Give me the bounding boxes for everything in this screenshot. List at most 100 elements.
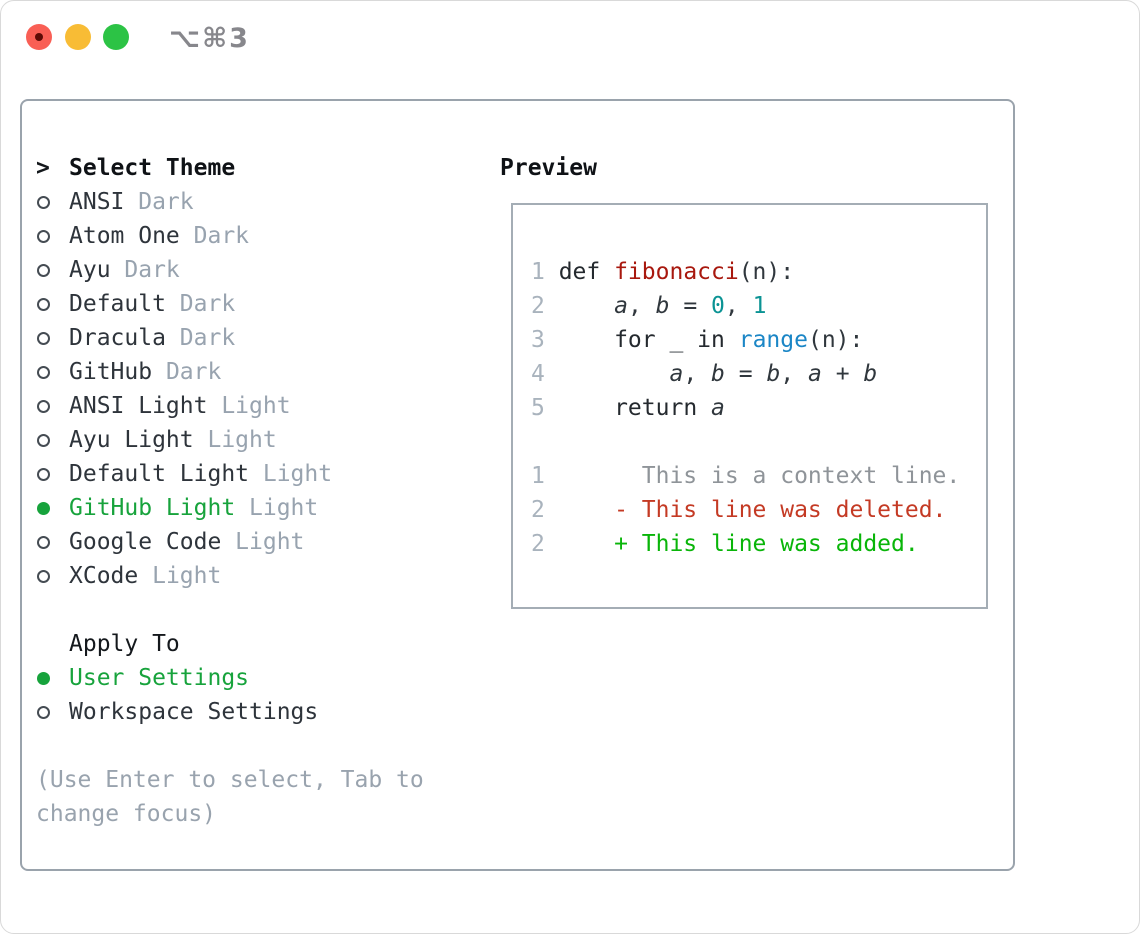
theme-variant: Dark [138, 189, 194, 215]
code-token: in [697, 327, 725, 353]
unsaved-dot-icon [35, 33, 43, 41]
radio-icon [36, 219, 69, 253]
code-token: , [683, 361, 712, 387]
theme-name: Default Light [69, 461, 250, 487]
code-line: 4 a, b = b, a + b [531, 357, 986, 391]
theme-variant: Dark [193, 223, 250, 249]
theme-option-ansi-dark[interactable]: ANSI Dark [36, 185, 424, 219]
theme-option-atom-one-dark[interactable]: Atom One Dark [36, 219, 424, 253]
theme-option-default-light[interactable]: Default Light Light [36, 457, 424, 491]
radio-icon [36, 559, 69, 593]
apply-option-workspace-settings[interactable]: Workspace Settings [36, 695, 424, 729]
section-title: Apply To [69, 631, 180, 657]
theme-name: Default [69, 291, 166, 317]
theme-variant: Light [152, 563, 222, 589]
code-token: a [669, 361, 684, 387]
code-token: + [821, 361, 864, 387]
theme-option-github-light[interactable]: GitHub Light Light [36, 491, 424, 525]
code-token: def [558, 259, 615, 285]
theme-name: GitHub [69, 359, 153, 385]
code-token: range [738, 327, 808, 353]
theme-variant: Light [221, 393, 291, 419]
theme-variant: Light [262, 461, 333, 487]
line-number: 2 [531, 497, 545, 523]
code-token: a [808, 361, 822, 387]
theme-option-xcode[interactable]: XCode Light [36, 559, 424, 593]
code-token: b [863, 361, 878, 387]
theme-name: GitHub Light [69, 495, 236, 521]
diff-context-line: 1 This is a context line. [531, 459, 986, 493]
code-token: b [711, 361, 725, 387]
theme-variant: Light [207, 427, 277, 453]
code-line: 5 return a [531, 391, 986, 425]
theme-option-github-dark[interactable]: GitHub Dark [36, 355, 424, 389]
code-token [697, 395, 711, 421]
code-token: fibonacci [614, 259, 739, 285]
spacer [36, 593, 424, 627]
theme-option-dracula-dark[interactable]: Dracula Dark [36, 321, 424, 355]
code-token: 0 [711, 293, 725, 319]
minimize-button[interactable] [65, 24, 91, 50]
apply-option-user-settings[interactable]: User Settings [36, 661, 424, 695]
radio-icon [36, 321, 69, 355]
radio-icon [36, 457, 69, 491]
line-number: 1 [531, 259, 545, 285]
blank-line [531, 425, 986, 459]
theme-variant: Dark [165, 359, 222, 385]
diff-text: + This line was added. [558, 531, 919, 557]
theme-variant: Light [235, 529, 305, 555]
radio-icon [36, 695, 69, 729]
select-theme-header: >Select Theme [36, 151, 424, 185]
titlebar: ⌥⌘3 [1, 1, 1139, 73]
theme-name: Dracula [69, 325, 166, 351]
code-token: , [627, 293, 656, 319]
code-token [559, 293, 614, 319]
spacer [36, 729, 424, 763]
diff-deleted-line: 2 - This line was deleted. [531, 493, 986, 527]
theme-name: Ayu [69, 257, 111, 283]
theme-name: Atom One [69, 223, 180, 249]
code-token [559, 327, 614, 353]
line-number: 4 [531, 361, 545, 387]
code-token: _ [655, 327, 698, 353]
code-token: , [780, 361, 808, 387]
theme-option-ayu-light[interactable]: Ayu Light Light [36, 423, 424, 457]
diff-text: This is a context line. [558, 463, 961, 489]
radio-selected-icon [36, 661, 69, 695]
cursor-icon: > [36, 155, 50, 181]
apply-target-name: User Settings [69, 665, 250, 691]
radio-icon [36, 525, 69, 559]
theme-option-ayu-dark[interactable]: Ayu Dark [36, 253, 424, 287]
radio-selected-icon [36, 491, 69, 525]
theme-name: ANSI [69, 189, 125, 215]
theme-variant: Dark [124, 257, 180, 283]
code-token: return [614, 395, 698, 421]
hint-line-2: change focus) [36, 801, 217, 827]
theme-name: XCode [69, 563, 139, 589]
code-token: (n): [807, 327, 864, 353]
code-token: 1 [752, 293, 767, 319]
line-number: 3 [531, 327, 545, 353]
apply-target-name: Workspace Settings [69, 699, 319, 725]
code-token: a [614, 293, 628, 319]
code-token [559, 395, 614, 421]
close-button[interactable] [26, 24, 52, 50]
code-token: for [614, 327, 656, 353]
code-token: = [669, 293, 712, 319]
radio-icon [36, 355, 69, 389]
theme-variant: Light [249, 495, 319, 521]
radio-icon [36, 423, 69, 457]
radio-icon [36, 389, 69, 423]
theme-variant: Dark [179, 325, 236, 351]
line-number: 2 [531, 293, 545, 319]
radio-icon [36, 287, 69, 321]
theme-name: Ayu Light [69, 427, 194, 453]
maximize-button[interactable] [103, 24, 129, 50]
window-title: ⌥⌘3 [169, 23, 250, 54]
